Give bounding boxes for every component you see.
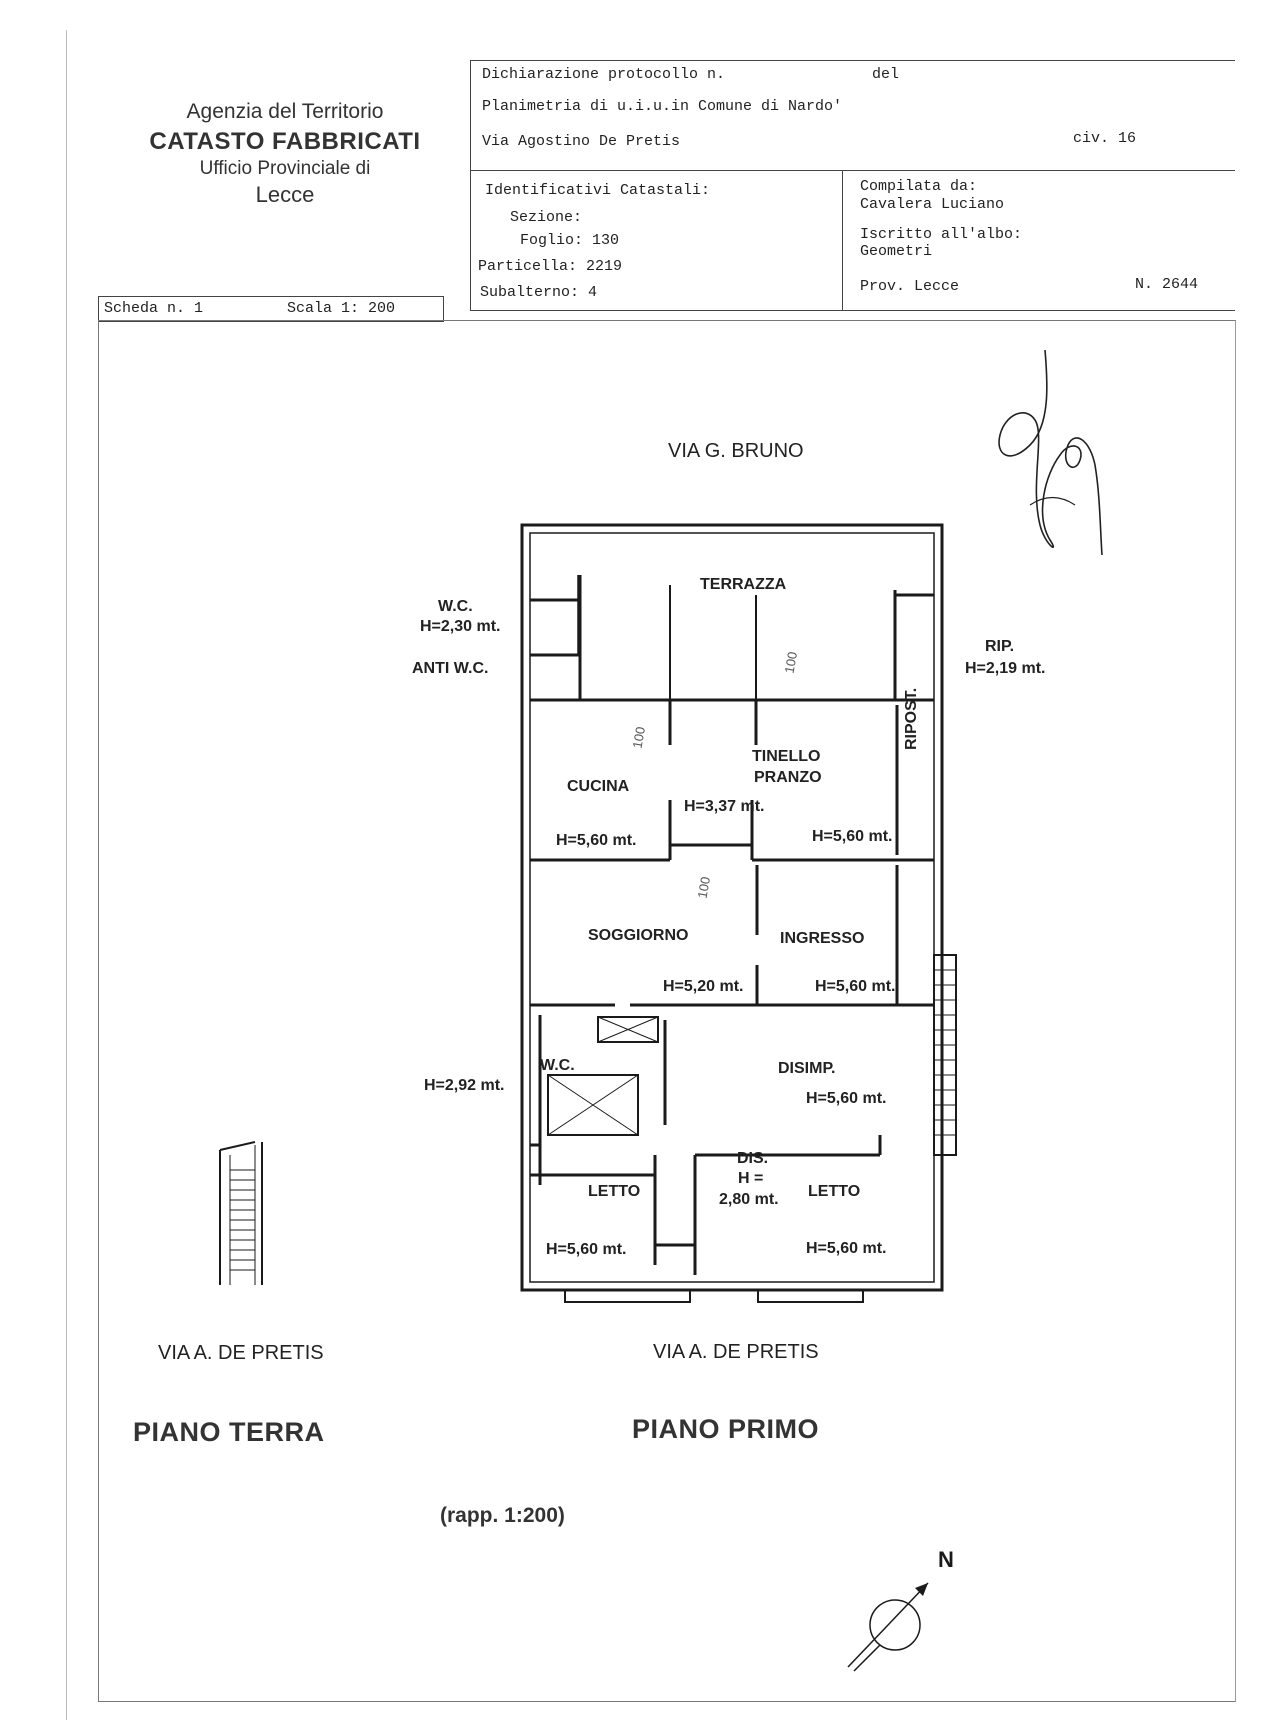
iscrizione-numero: N. 2644	[1135, 276, 1199, 293]
albo-label: Geometri	[860, 243, 933, 260]
room-ripost: RIPOST.	[903, 687, 920, 750]
room-cucina: CUCINA	[567, 778, 630, 795]
room-letto-right-height: H=5,60 mt.	[806, 1240, 887, 1257]
room-disimp-height: H=5,60 mt.	[806, 1090, 887, 1107]
scheda-scala: Scala 1: 200	[287, 300, 396, 317]
header-border-left	[470, 60, 471, 310]
compilata-label: Compilata da:	[860, 178, 978, 195]
scan-edge	[66, 30, 67, 1720]
room-disimp: DISIMP.	[778, 1060, 836, 1077]
room-soggiorno: SOGGIORNO	[588, 927, 689, 944]
room-terrazza: TERRAZZA	[700, 576, 787, 593]
sezione-label: Sezione:	[510, 209, 583, 226]
room-wc-lower: W.C.	[540, 1057, 575, 1074]
header-border-top	[470, 60, 1235, 61]
subalterno-label: Subalterno: 4	[480, 284, 598, 301]
room-wc-lower-height: H=2,92 mt.	[424, 1077, 505, 1094]
room-letto-right: LETTO	[808, 1183, 861, 1200]
stair-height: H=3,37 mt.	[684, 798, 765, 815]
room-rip: RIP.	[985, 638, 1015, 655]
header-mid-divider	[842, 170, 843, 310]
civico-label: civ. 16	[1073, 130, 1137, 147]
room-cucina-height: H=5,60 mt.	[556, 832, 637, 849]
scheda-box	[98, 296, 444, 322]
agency-block: Agenzia del Territorio CATASTO FABBRICAT…	[120, 100, 450, 208]
planimetria-label: Planimetria di u.i.u.in Comune di Nardo'	[482, 98, 843, 115]
room-soggiorno-height: H=5,20 mt.	[663, 978, 744, 995]
scheda-number: Scheda n. 1	[104, 300, 204, 317]
north-arrow-icon	[847, 1582, 929, 1672]
agency-name: Agenzia del Territorio	[186, 100, 384, 123]
street-bottom-right: VIA A. DE PRETIS	[653, 1341, 819, 1363]
dichiarazione-label: Dichiarazione protocollo n.	[482, 66, 726, 83]
room-pranzo: PRANZO	[754, 769, 822, 786]
room-tinello: TINELLO	[752, 748, 821, 765]
drawing-frame	[98, 320, 1236, 1702]
title-piano-terra: PIANO TERRA	[133, 1417, 325, 1447]
title-piano-primo: PIANO PRIMO	[632, 1414, 820, 1444]
room-rip-height: H=2,19 mt.	[965, 660, 1046, 677]
north-label: N	[938, 1547, 954, 1572]
piano-terra-stair	[219, 1141, 263, 1285]
room-tinello-height: H=5,60 mt.	[812, 828, 893, 845]
street-top: VIA G. BRUNO	[668, 440, 804, 462]
scale-ratio: (rapp. 1:200)	[440, 1504, 565, 1527]
ufficio-label: Ufficio Provinciale di	[199, 158, 371, 179]
room-ingresso-height: H=5,60 mt.	[815, 978, 896, 995]
compilata-name: Cavalera Luciano	[860, 196, 1005, 213]
identificativi-title: Identificativi Catastali:	[485, 182, 711, 199]
room-letto-left-height: H=5,60 mt.	[546, 1241, 627, 1258]
room-dis-height-1: H =	[738, 1170, 764, 1187]
room-ingresso: INGRESSO	[780, 930, 865, 947]
header-divider	[470, 170, 1235, 171]
foglio-label: Foglio: 130	[520, 232, 620, 249]
iscritto-label: Iscritto all'albo:	[860, 226, 1023, 243]
catasto-title: CATASTO FABBRICATI	[149, 128, 421, 155]
del-label: del	[872, 66, 900, 83]
floor-plan	[520, 523, 957, 1303]
room-wc-upper-height: H=2,30 mt.	[420, 618, 501, 635]
room-letto-left: LETTO	[588, 1183, 641, 1200]
street-bottom-left: VIA A. DE PRETIS	[158, 1342, 324, 1364]
provincia-label: Lecce	[255, 182, 315, 207]
header-border-bottom	[470, 310, 1235, 311]
room-dis-height-2: 2,80 mt.	[719, 1191, 779, 1208]
room-dis: DIS.	[737, 1150, 769, 1167]
room-wc-upper: W.C.	[438, 598, 473, 615]
signature-mark	[998, 349, 1103, 556]
via-label: Via Agostino De Pretis	[482, 133, 681, 150]
prov-label: Prov. Lecce	[860, 278, 960, 295]
room-anti-wc: ANTI W.C.	[412, 660, 489, 677]
particella-label: Particella: 2219	[478, 258, 623, 275]
